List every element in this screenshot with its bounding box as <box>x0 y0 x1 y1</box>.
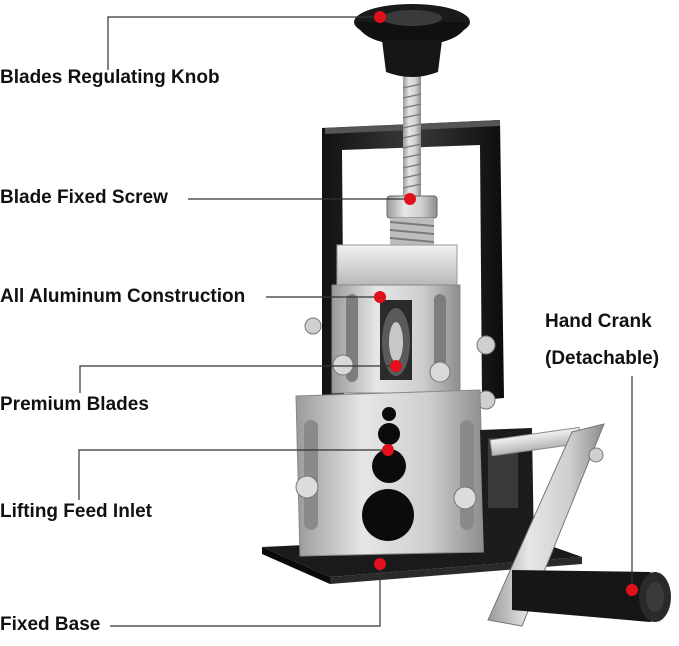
label-hand-crank: Hand Crank <box>545 311 652 332</box>
leader-inlet <box>78 449 388 500</box>
marker-base <box>374 558 386 570</box>
callout-markers <box>374 11 638 596</box>
marker-screw <box>404 193 416 205</box>
label-lifting-feed-inlet: Lifting Feed Inlet <box>0 501 152 522</box>
label-premium-blades: Premium Blades <box>0 394 149 415</box>
marker-inlet <box>382 444 394 456</box>
leader-lines <box>78 16 633 627</box>
label-blades-regulating-knob: Blades Regulating Knob <box>0 67 220 88</box>
feed-plate <box>295 389 485 557</box>
marker-blades <box>390 360 402 372</box>
hand-crank[interactable] <box>487 423 671 627</box>
label-all-aluminum-construction: All Aluminum Construction <box>0 286 246 307</box>
marker-aluminum <box>374 291 386 303</box>
label-fixed-base: Fixed Base <box>0 614 101 635</box>
crank-handle[interactable] <box>512 570 671 622</box>
leader-base <box>110 564 381 627</box>
label-hand-crank-detachable: (Detachable) <box>545 348 660 369</box>
blade-block <box>304 244 496 410</box>
leader-knob <box>107 16 379 70</box>
leader-blades <box>79 365 396 393</box>
marker-crank <box>626 584 638 596</box>
threaded-screw <box>386 75 438 255</box>
regulating-knob[interactable] <box>354 4 470 77</box>
label-blade-fixed-screw: Blade Fixed Screw <box>0 187 168 208</box>
marker-knob <box>374 11 386 23</box>
